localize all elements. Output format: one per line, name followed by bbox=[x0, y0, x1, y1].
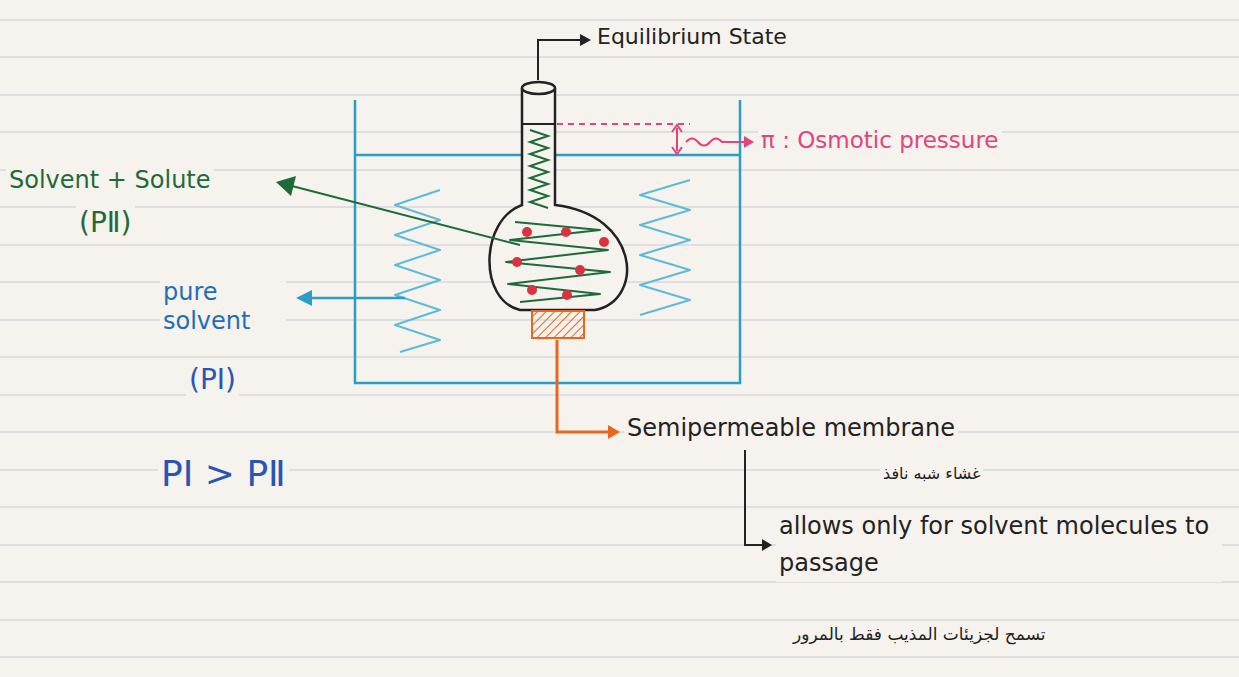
pressure-symbol: (PⅡ) bbox=[76, 206, 135, 240]
membrane-note: allows only for solvent molecules to pas… bbox=[776, 508, 1222, 582]
thistle-funnel bbox=[489, 88, 627, 310]
ruled-lines bbox=[0, 20, 1239, 657]
pressure-leader bbox=[686, 139, 746, 146]
arrow-head bbox=[608, 425, 620, 439]
arrow-head bbox=[296, 290, 312, 306]
arrow-head bbox=[276, 176, 296, 196]
height-marker bbox=[676, 128, 678, 151]
equilibrium-leader bbox=[538, 40, 582, 80]
level-dashes bbox=[557, 123, 690, 125]
explanation-leader bbox=[745, 450, 764, 545]
membrane-leader bbox=[557, 340, 610, 432]
pressure-symbol: (PⅠ) bbox=[186, 363, 239, 397]
height-marker-heads bbox=[672, 125, 682, 154]
membrane-label: Semipermeable membrane bbox=[624, 414, 958, 443]
solution-coil bbox=[530, 130, 548, 208]
state-label: Equilibrium State bbox=[594, 24, 790, 50]
arabic-note: غشاء شبه نافذ bbox=[880, 464, 983, 483]
arrow-head bbox=[762, 539, 772, 551]
arrow-head bbox=[580, 34, 591, 46]
arabic-note: تسمح لجزيئات المذيب فقط بالمرور bbox=[790, 624, 1049, 644]
solution-coil bbox=[506, 222, 610, 302]
solute-dots bbox=[512, 227, 609, 300]
solvent-coil bbox=[640, 180, 690, 315]
arrow-head bbox=[744, 136, 754, 148]
pressure-label: π : Osmotic pressure bbox=[758, 127, 1002, 155]
solution-leader bbox=[292, 186, 520, 245]
solution-label: Solvent + Solute bbox=[6, 166, 214, 195]
tube-liquid-level bbox=[522, 123, 555, 125]
pressure-relation: PⅠ > PⅡ bbox=[158, 452, 289, 495]
solvent-label: pure solvent bbox=[160, 278, 286, 336]
semipermeable-membrane bbox=[532, 311, 584, 338]
funnel-opening bbox=[522, 82, 555, 94]
solvent-leader bbox=[310, 297, 405, 300]
